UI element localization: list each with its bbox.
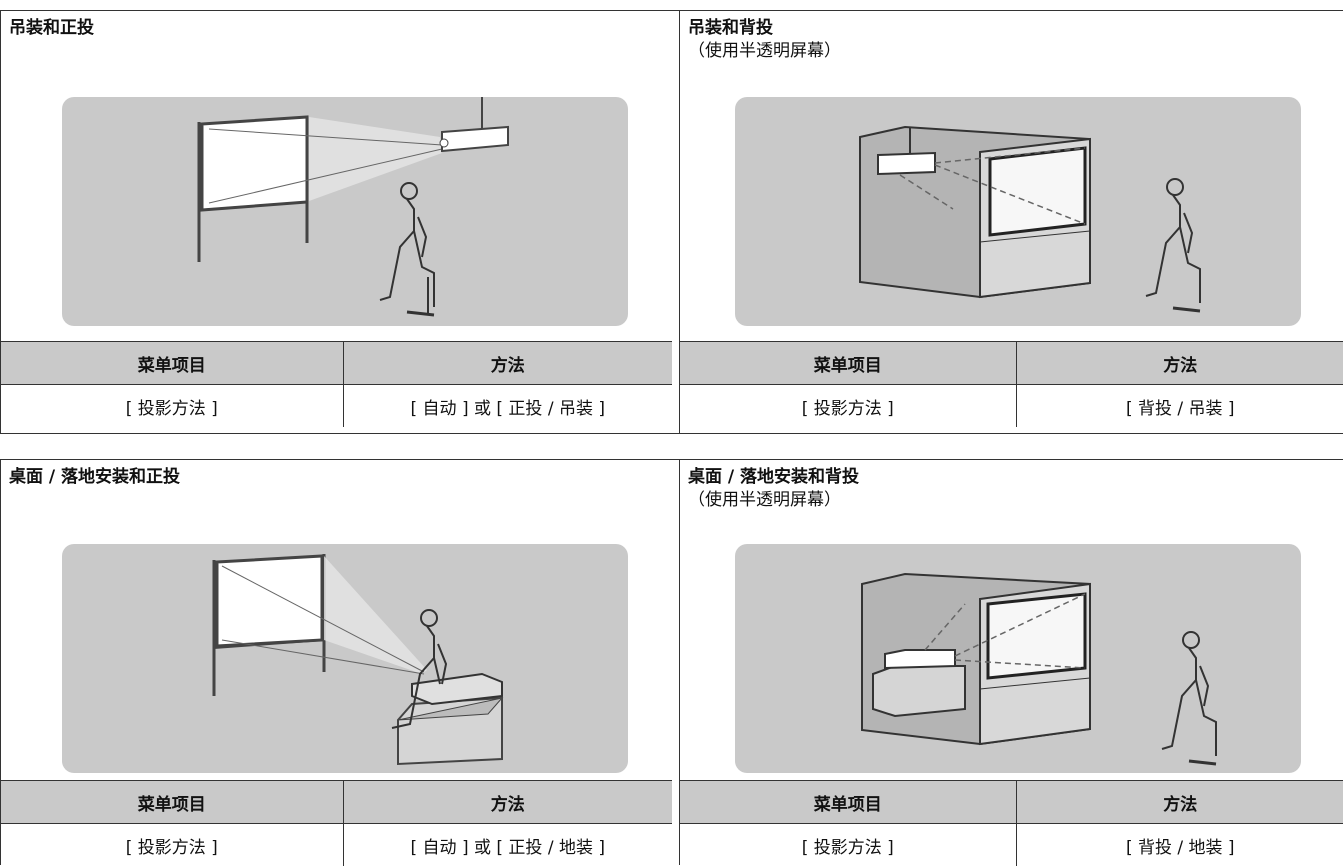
col-header-method: 方法 [343, 781, 672, 824]
section-title: 吊装和背投 [688, 17, 773, 39]
menu-table: 菜单项目 方法 [ 投影方法 ] [ 背投 / 吊装 ] [680, 341, 1343, 427]
menu-table: 菜单项目 方法 [ 投影方法 ] [ 自动 ] 或 [ 正投 / 吊装 ] [1, 341, 672, 427]
section-subtitle: （使用半透明屏幕） [688, 40, 841, 62]
cell-menu-item: [ 投影方法 ] [1, 824, 343, 866]
illustration-ceiling-front [62, 97, 628, 326]
section-title: 桌面 / 落地安装和正投 [9, 466, 180, 488]
cell-method: [ 自动 ] 或 [ 正投 / 吊装 ] [343, 385, 672, 428]
section-title: 桌面 / 落地安装和背投 [688, 466, 859, 488]
col-header-menu-item: 菜单项目 [1, 342, 343, 385]
cell-method: [ 背投 / 地装 ] [1016, 824, 1343, 866]
section-title: 吊装和正投 [9, 17, 94, 39]
panel-floor-front: 桌面 / 落地安装和正投 菜单项目 方法 [0, 460, 672, 865]
illustration-ceiling-rear [735, 97, 1301, 326]
top-section: 吊装和正投 菜单项目 [0, 10, 1343, 434]
panel-ceiling-front: 吊装和正投 菜单项目 [0, 11, 672, 433]
cell-menu-item: [ 投影方法 ] [1, 385, 343, 428]
cell-menu-item: [ 投影方法 ] [680, 385, 1016, 428]
col-header-method: 方法 [1016, 342, 1343, 385]
cell-method: [ 自动 ] 或 [ 正投 / 地装 ] [343, 824, 672, 866]
bottom-section: 桌面 / 落地安装和正投 菜单项目 方法 [0, 459, 1343, 865]
col-header-method: 方法 [1016, 781, 1343, 824]
col-header-menu-item: 菜单项目 [680, 781, 1016, 824]
illustration-floor-front [62, 544, 628, 773]
col-header-menu-item: 菜单项目 [680, 342, 1016, 385]
cell-method: [ 背投 / 吊装 ] [1016, 385, 1343, 428]
menu-table: 菜单项目 方法 [ 投影方法 ] [ 自动 ] 或 [ 正投 / 地装 ] [1, 780, 672, 866]
panel-ceiling-rear: 吊装和背投 （使用半透明屏幕） 菜单项目 方法 [679, 11, 1343, 433]
illustration-floor-rear [735, 544, 1301, 773]
col-header-method: 方法 [343, 342, 672, 385]
menu-table: 菜单项目 方法 [ 投影方法 ] [ 背投 / 地装 ] [680, 780, 1343, 866]
cell-menu-item: [ 投影方法 ] [680, 824, 1016, 866]
col-header-menu-item: 菜单项目 [1, 781, 343, 824]
section-subtitle: （使用半透明屏幕） [688, 489, 841, 511]
panel-floor-rear: 桌面 / 落地安装和背投 （使用半透明屏幕） 菜单项目 方 [679, 460, 1343, 865]
